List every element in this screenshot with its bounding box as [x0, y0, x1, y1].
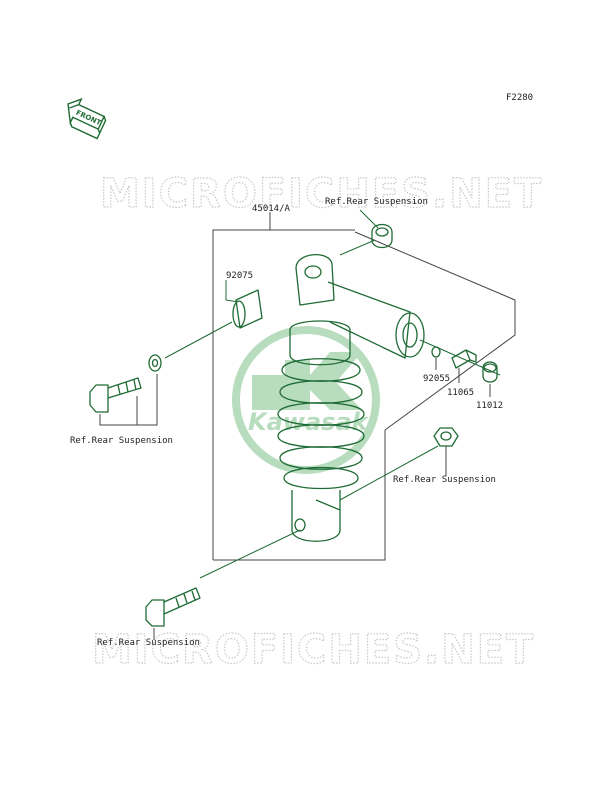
- watermark-bottom: MICROFICHES.NET: [92, 627, 535, 673]
- ref-label-right: Ref.Rear Suspension: [393, 475, 496, 485]
- part-label-11012: 11012: [476, 401, 503, 411]
- valve-11065: [451, 349, 477, 369]
- ref-label-bottom: Ref.Rear Suspension: [97, 638, 200, 648]
- ref-label-left: Ref.Rear Suspension: [70, 436, 173, 446]
- nut-right: [433, 427, 459, 447]
- bolt-left: [89, 377, 142, 413]
- bolt-bottom: [145, 587, 201, 627]
- washer-left: [148, 354, 162, 372]
- part-label-11065: 11065: [447, 388, 474, 398]
- shock-absorber: [277, 253, 425, 542]
- collar-92075: [232, 289, 263, 329]
- part-label-92055: 92055: [423, 374, 450, 384]
- front-arrow-icon: FRONT: [67, 97, 107, 140]
- washer-top: [371, 223, 393, 249]
- kawasaki-logo-text: Kawasaki: [248, 408, 377, 436]
- part-label-45014: 45014/A: [252, 204, 291, 214]
- figure-code: F2280: [506, 93, 533, 103]
- kawasaki-logo: Kawasaki: [232, 326, 380, 474]
- watermark-top: MICROFICHES.NET: [100, 171, 543, 217]
- part-label-92075: 92075: [226, 271, 253, 281]
- ref-label-top: Ref.Rear Suspension: [325, 197, 428, 207]
- assembly-bracket: [212, 229, 386, 561]
- cap-11012: [482, 361, 498, 383]
